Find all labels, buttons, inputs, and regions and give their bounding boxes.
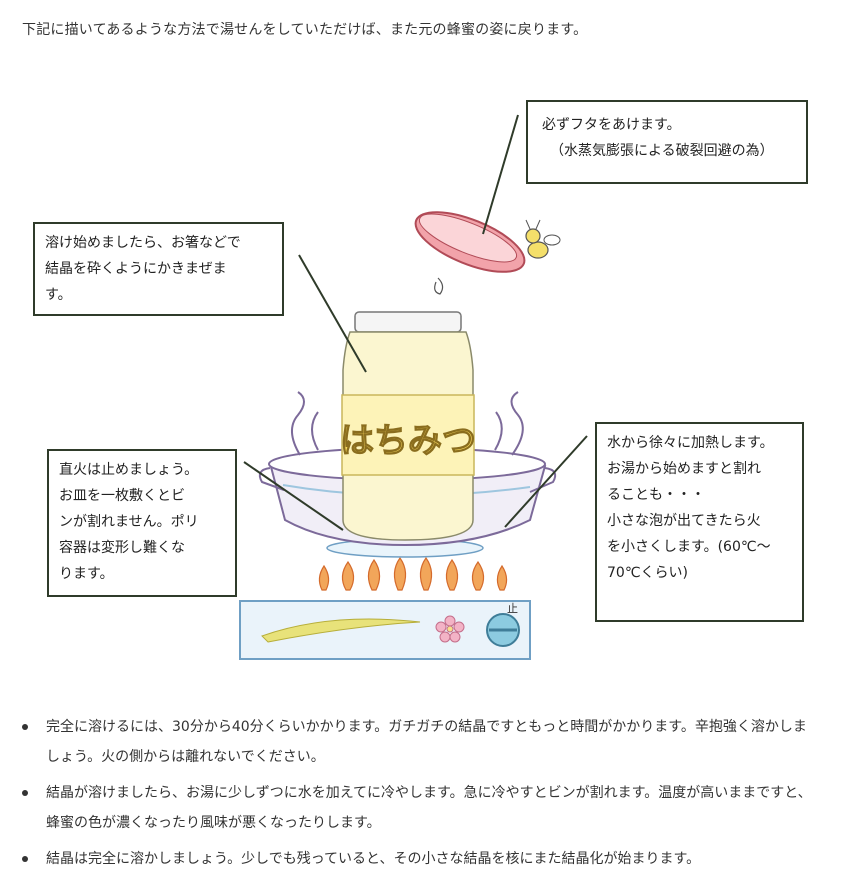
list-item: 結晶は完全に溶かしましょう。少しでも残っていると、その小さな結晶を核にまた結晶化… — [20, 844, 820, 874]
callout-stir: 溶け始めましたら、お箸などで 結晶を砕くようにかきまぜま す。 — [33, 222, 284, 316]
hot-water-bath-illustration: 止 はちみつ — [239, 114, 588, 660]
lid-icon — [414, 211, 526, 295]
list-item-text: 結晶が溶けましたら、お湯に少しずつに水を加えてに冷やします。急に冷やすとビンが割… — [46, 785, 812, 831]
bullet-icon — [22, 856, 28, 862]
callout-heat-gradually: 水から徐々に加熱します。 お湯から始めますと割れ ることも・・・ 小さな泡が出て… — [595, 422, 804, 622]
callout-heat-gradually-text: 水から徐々に加熱します。 お湯から始めますと割れ ることも・・・ 小さな泡が出て… — [607, 435, 774, 581]
callout-leader-lines — [243, 114, 588, 531]
list-item: 結晶が溶けましたら、お湯に少しずつに水を加えてに冷やします。急に冷やすとビンが割… — [20, 778, 820, 838]
list-item-text: 結晶は完全に溶かしましょう。少しでも残っていると、その小さな結晶を核にまた結晶化… — [46, 851, 701, 867]
callout-open-lid-line2: （水蒸気膨張による破裂回避の為） — [550, 143, 774, 159]
callout-stir-text: 溶け始めましたら、お箸などで 結晶を砕くようにかきまぜま す。 — [45, 235, 241, 303]
list-item: 完全に溶けるには、30分から40分くらいかかります。ガチガチの結晶ですともっと時… — [20, 712, 820, 772]
callout-no-direct-fire: 直火は止めましょう。 お皿を一枚敷くとビ ンが割れません。ポリ 容器は変形し難く… — [47, 449, 237, 597]
notes-list: 完全に溶けるには、30分から40分くらいかかります。ガチガチの結晶ですともっと時… — [20, 712, 820, 880]
flame-icons — [318, 556, 508, 591]
stove-knob-label: 止 — [507, 602, 518, 615]
callout-open-lid: 必ずフタをあけます。 （水蒸気膨張による破裂回避の為） — [526, 100, 808, 184]
bee-icon — [525, 219, 561, 259]
jar-label: はちみつ — [340, 421, 476, 461]
steam-icon — [291, 391, 524, 456]
stove-icon: 止 — [239, 600, 531, 660]
honey-jar-icon: はちみつ — [339, 311, 477, 541]
bullet-icon — [22, 790, 28, 796]
flower-icon — [435, 615, 465, 643]
callout-open-lid-line1: 必ずフタをあけます。 — [542, 117, 681, 133]
stove-knob-icon: 止 — [486, 602, 520, 647]
list-item-text: 完全に溶けるには、30分から40分くらいかかります。ガチガチの結晶ですともっと時… — [46, 719, 807, 765]
bullet-icon — [22, 724, 28, 730]
intro-text: 下記に描いてあるような方法で湯せんをしていただけば、また元の蜂蜜の姿に戻ります。 — [22, 22, 588, 38]
callout-no-direct-fire-text: 直火は止めましょう。 お皿を一枚敷くとビ ンが割れません。ポリ 容器は変形し難く… — [59, 462, 199, 582]
